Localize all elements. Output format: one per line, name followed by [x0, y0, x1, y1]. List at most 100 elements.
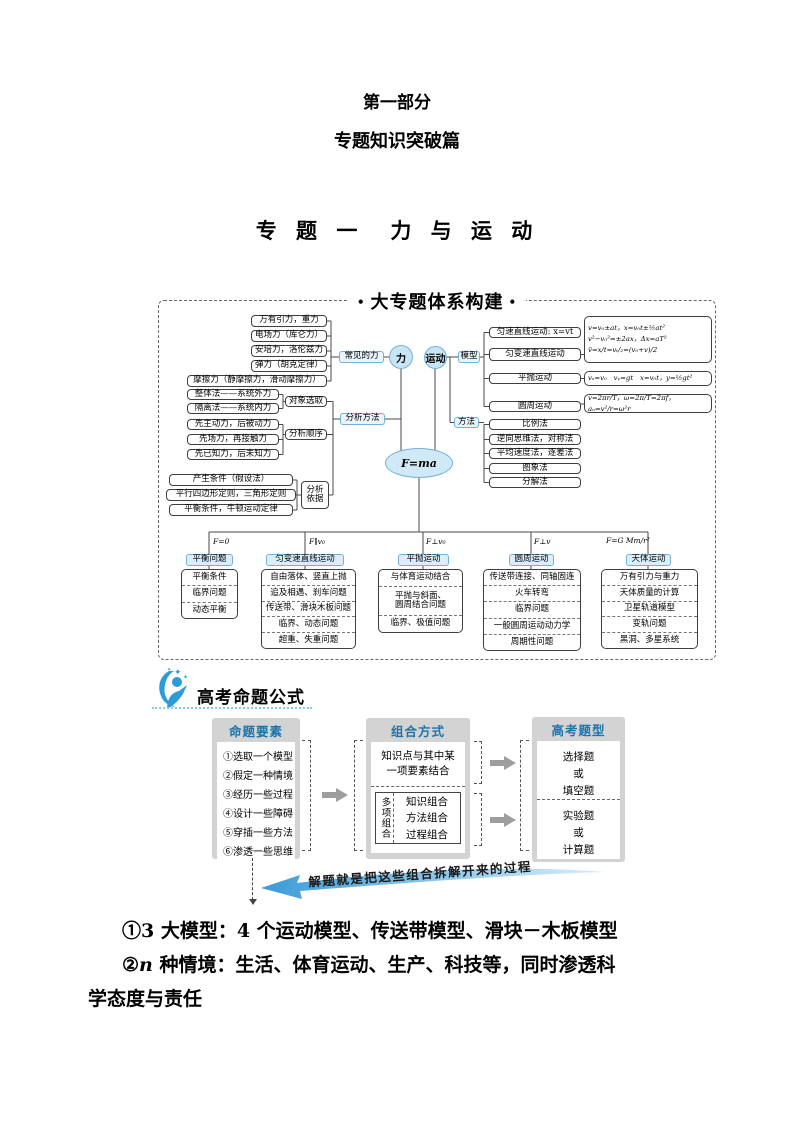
separator [537, 799, 620, 800]
mindmap-panel: •大专题体系构建• 万有引力，重力 电场力（库仑力） 安培力，洛伦兹力 弹力（胡… [158, 288, 716, 660]
multi-combination-label: 多项组合 [376, 793, 394, 843]
element-item: ①选取一个模型 [223, 752, 293, 763]
element-item: ④设计一些障碍 [223, 809, 293, 820]
right-arrow-icon [490, 756, 516, 770]
branch-item: 平衡条件 [192, 571, 227, 582]
branch-item: 天体质量的计算 [602, 584, 697, 601]
method-item: 逆向思维法，对称法 [489, 434, 581, 445]
topic-title: 专 题 一 力 与 运 动 [255, 218, 539, 243]
branch-item: 临界、动态问题 [262, 616, 355, 632]
dashed-bracket [302, 740, 311, 851]
branch-item: 传送带、滑块木板问题 [262, 600, 355, 617]
note-line-1: ①3 大模型：4 个运动模型、传送带模型、滑块－木板模型 [122, 920, 618, 942]
dashed-bracket [520, 740, 529, 851]
note-line-3: 学态度与责任 [88, 988, 203, 1010]
mindmap-header: •大专题体系构建• [347, 288, 527, 314]
order-hub: 分析顺序 [285, 429, 327, 440]
common-forces-hub: 常见的力 [339, 351, 384, 363]
combination-header: 组合方式 [390, 724, 445, 739]
arrow-tip-icon [249, 899, 257, 905]
svg-text:✦: ✦ [174, 668, 182, 678]
swoosh-arrow [261, 868, 607, 899]
condition-label: F=0 [213, 537, 230, 546]
branch-item: 动态平衡 [182, 601, 237, 618]
branch-title: 平衡问题 [186, 554, 233, 566]
basis-item: 平衡条件，牛顿运动定律 [169, 504, 293, 516]
motion-node: 运动 [424, 346, 447, 369]
multi-combination-box: 多项组合 知识组合 方法组合 过程组合 [375, 792, 461, 844]
condition-label: F=G Mm/r² [606, 536, 650, 545]
branch-title: 圆周运动 [509, 554, 554, 566]
circular-formulas: v=2πr/T，ω=2π/T=2πf，aₙ=v²/r=ω²r [584, 394, 712, 413]
right-arrow-icon [490, 813, 516, 827]
force-item: 安培力，洛伦兹力 [251, 345, 327, 357]
condition-label: F⊥v [534, 537, 551, 546]
branch-list: 传送带连接、同轴固连 火车转弯 临界问题 一般圆周运动动力学 周期性问题 [483, 569, 581, 651]
svg-text:✦: ✦ [167, 667, 171, 673]
method-item: 比例法 [489, 419, 581, 430]
model-item: 匀速直线运动: x=vt [489, 327, 581, 338]
branch-item: 火车转弯 [484, 585, 580, 601]
branch-item: 临界问题 [484, 601, 580, 617]
condition-label: F∥v₀ [309, 537, 325, 546]
method-item: 分解法 [489, 477, 581, 488]
force-item: 电场力（库仑力） [251, 330, 327, 342]
question-type-panel: 高考题型 选择题 或 填空题 实验题 或 计算题 [532, 717, 625, 862]
object-hub: 对象选取 [285, 396, 327, 407]
branch-item: 自由落体、竖直上抛 [270, 571, 347, 582]
sparkle-person-icon: ✦ ✦ ✦ [159, 667, 188, 708]
combo-item: 过程组合 [406, 829, 448, 842]
method-hub: 方法 [454, 417, 479, 428]
order-item: 先场力，再接触力 [187, 434, 279, 445]
branch-item: 卫星轨道模型 [602, 600, 697, 617]
branch-title: 天体运动 [626, 554, 671, 566]
dashed-bracket [354, 740, 363, 851]
branch-title: 平抛运动 [398, 554, 449, 566]
method-item: 平均速度法，逐差法 [489, 448, 581, 459]
model-item: 圆周运动 [489, 401, 581, 412]
question-type-b: 实验题 或 计算题 [562, 810, 595, 856]
exam-formula-title: 高考命题公式 [197, 688, 305, 708]
bullet-icon: • [508, 295, 518, 309]
note-rest: 种情境：生活、体育运动、生产、科技等，同时渗透科 [152, 954, 616, 976]
basis-hub: 分析 依据 [301, 481, 329, 509]
note-prefix: ② [122, 954, 140, 976]
branch-list: 与体育运动结合 平抛与斜面、 圆周结合问题 临界、极值问题 [378, 569, 463, 633]
basis-item: 平行四边形定则，三角形定则 [166, 489, 296, 501]
mindmap-title: 大专题体系构建 [370, 292, 504, 313]
svg-text:✦: ✦ [183, 674, 188, 681]
branch-item: 黑洞、多星系统 [602, 632, 697, 648]
combo-item: 知识组合 [406, 795, 448, 808]
branch-item: 变轨问题 [602, 616, 697, 632]
object-item: 隔离法——系统内力 [187, 403, 279, 414]
branch-item: 临界、极值问题 [379, 615, 462, 632]
newton-law-node: F=ma [385, 448, 453, 478]
branch-item: 平抛与斜面、 圆周结合问题 [379, 585, 462, 615]
right-arrow-icon [322, 788, 348, 802]
separator [371, 786, 465, 787]
branch-item: 周期性问题 [484, 633, 580, 650]
dashed-bracket [474, 793, 482, 846]
combination-body: 知识点与其中某 一项要素结合 多项组合 知识组合 方法组合 过程组合 [371, 742, 465, 853]
projectile-formulas: vₓ=v₀ vᵧ=gt x=v₀t，y=½gt² [584, 371, 712, 386]
elements-panel: 命题要素 ①选取一个模型 ②假定一种情境 ③经历一些过程 ④设计一些障碍 ⑤穿插… [212, 718, 300, 862]
branch-item: 与体育运动结合 [390, 572, 451, 583]
note-line-2: ②n 种情境：生活、体育运动、生产、科技等，同时渗透科 [122, 950, 616, 977]
force-node: 力 [389, 345, 413, 369]
dashed-bracket [474, 741, 482, 784]
elements-header: 命题要素 [228, 724, 283, 739]
question-type-a: 选择题 或 填空题 [562, 751, 595, 797]
object-item: 整体法——系统外力 [187, 389, 279, 400]
force-item: 弹力（胡克定律） [251, 360, 327, 372]
dotted-underline [152, 707, 312, 709]
question-type-body: 选择题 或 填空题 实验题 或 计算题 [537, 741, 620, 859]
basis-item: 产生条件（假设法） [169, 474, 293, 486]
branch-list: 平衡条件 临界问题 动态平衡 [181, 569, 238, 619]
branch-item: 超重、失重问题 [262, 632, 355, 648]
branch-list: 万有引力与重力 天体质量的计算 卫星轨道模型 变轨问题 黑洞、多星系统 [601, 569, 698, 649]
model-item: 平抛运动 [489, 373, 581, 384]
note-variable: n [139, 954, 153, 976]
order-item: 先已知力，后未知力 [187, 449, 279, 460]
element-item: ③经历一些过程 [223, 790, 293, 801]
branch-item: 追及相遇、刹车问题 [262, 584, 355, 601]
